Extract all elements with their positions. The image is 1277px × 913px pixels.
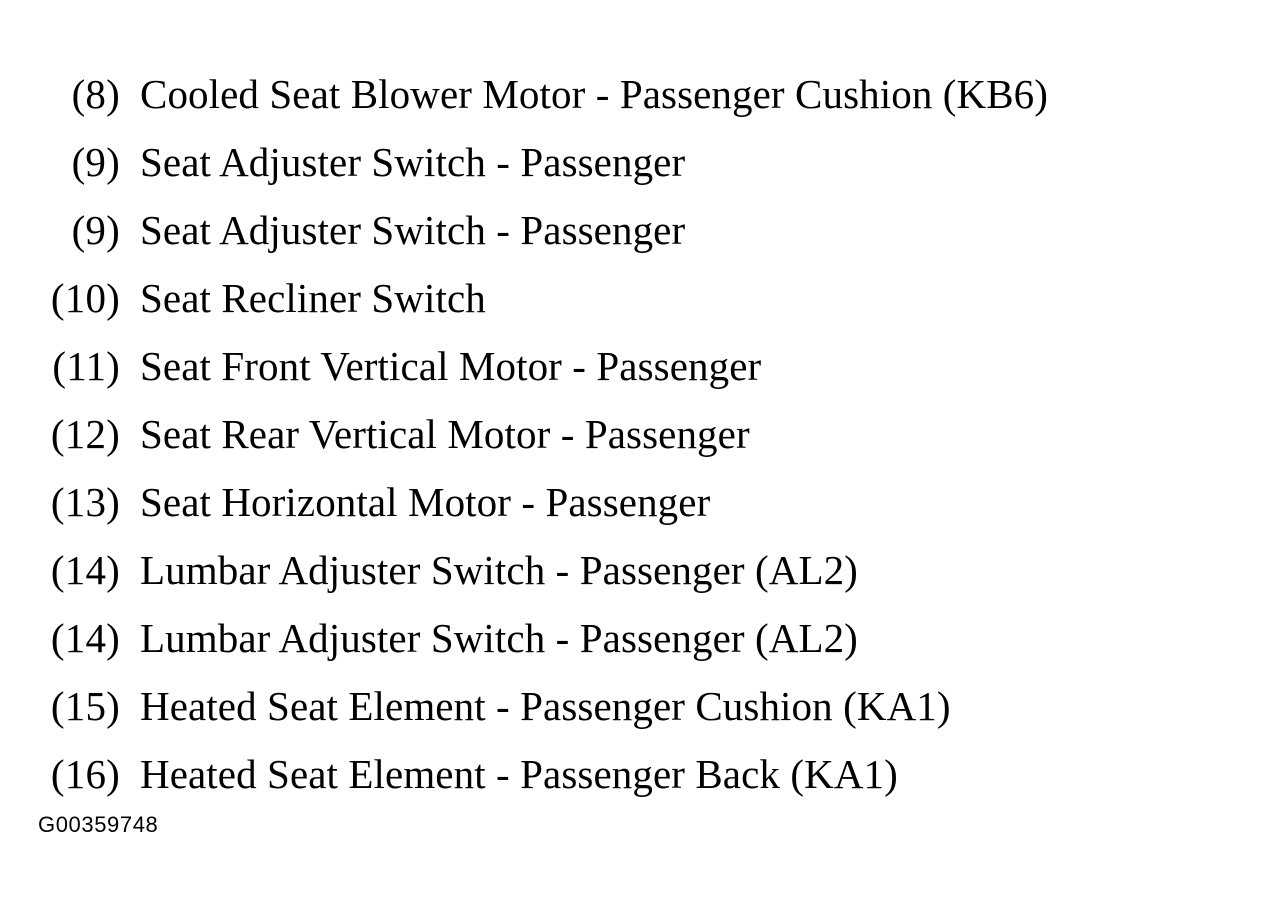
item-label: Seat Adjuster Switch - Passenger bbox=[140, 139, 686, 185]
list-item: (13) Seat Horizontal Motor - Passenger bbox=[0, 468, 1277, 536]
list-item: (11) Seat Front Vertical Motor - Passeng… bbox=[0, 332, 1277, 400]
item-number: (13) bbox=[50, 479, 120, 525]
list-item: (15) Heated Seat Element - Passenger Cus… bbox=[0, 672, 1277, 740]
item-number: (16) bbox=[50, 751, 120, 797]
item-label: Heated Seat Element - Passenger Cushion … bbox=[140, 683, 951, 729]
figure-code: G00359748 bbox=[38, 812, 159, 837]
item-label: Lumbar Adjuster Switch - Passenger (AL2) bbox=[140, 615, 858, 661]
list-item: (9) Seat Adjuster Switch - Passenger bbox=[0, 196, 1277, 264]
component-locator-list: (8) Cooled Seat Blower Motor - Passenger… bbox=[0, 60, 1277, 808]
item-number: (9) bbox=[71, 207, 120, 253]
item-label: Cooled Seat Blower Motor - Passenger Cus… bbox=[140, 71, 1049, 117]
list-item: (8) Cooled Seat Blower Motor - Passenger… bbox=[0, 60, 1277, 128]
item-number: (8) bbox=[71, 71, 120, 117]
item-label: Lumbar Adjuster Switch - Passenger (AL2) bbox=[140, 547, 858, 593]
item-label: Heated Seat Element - Passenger Back (KA… bbox=[140, 751, 898, 797]
item-number: (10) bbox=[50, 275, 120, 321]
list-item: (9) Seat Adjuster Switch - Passenger bbox=[0, 128, 1277, 196]
item-label: Seat Front Vertical Motor - Passenger bbox=[140, 343, 762, 389]
list-item: (14) Lumbar Adjuster Switch - Passenger … bbox=[0, 604, 1277, 672]
list-item: (14) Lumbar Adjuster Switch - Passenger … bbox=[0, 536, 1277, 604]
list-item: (10) Seat Recliner Switch bbox=[0, 264, 1277, 332]
list-item: (16) Heated Seat Element - Passenger Bac… bbox=[0, 740, 1277, 808]
item-number: (14) bbox=[50, 547, 120, 593]
item-number: (11) bbox=[52, 343, 120, 389]
item-number: (15) bbox=[50, 683, 120, 729]
item-label: Seat Horizontal Motor - Passenger bbox=[140, 479, 711, 525]
item-number: (14) bbox=[50, 615, 120, 661]
item-number: (9) bbox=[71, 139, 120, 185]
item-number: (12) bbox=[50, 411, 120, 457]
list-item: (12) Seat Rear Vertical Motor - Passenge… bbox=[0, 400, 1277, 468]
item-label: Seat Recliner Switch bbox=[140, 275, 486, 321]
item-label: Seat Adjuster Switch - Passenger bbox=[140, 207, 686, 253]
item-label: Seat Rear Vertical Motor - Passenger bbox=[140, 411, 750, 457]
